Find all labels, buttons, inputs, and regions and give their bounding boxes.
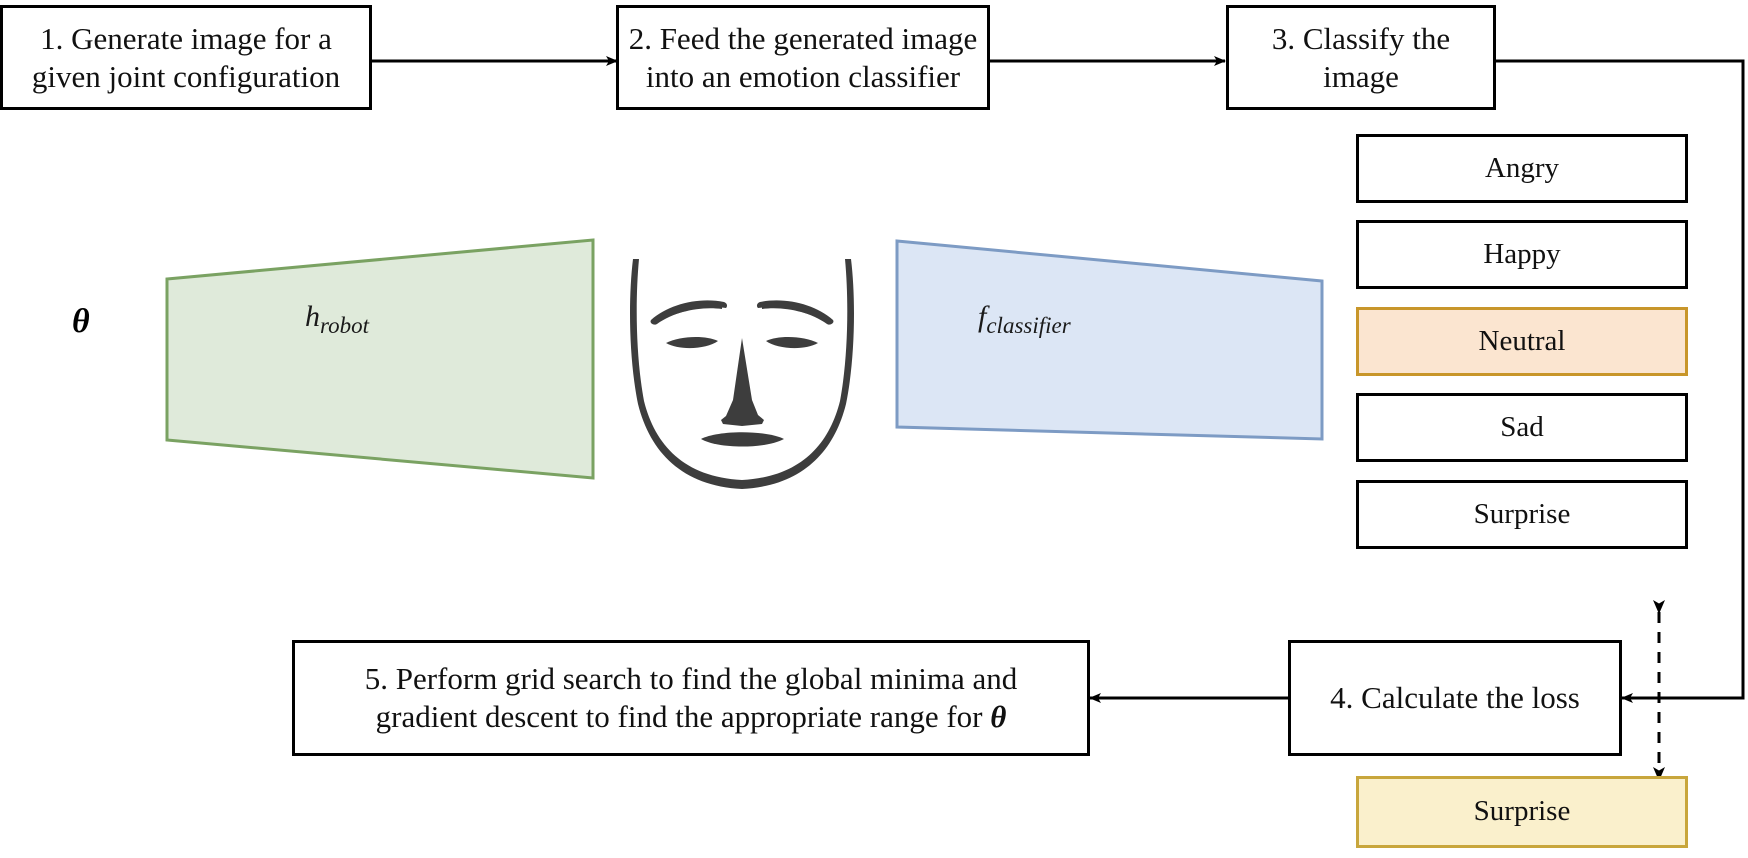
robot-model-base: h	[305, 300, 320, 333]
emotion-class-neutral[interactable]: Neutral	[1356, 307, 1688, 376]
robot-model-trapezoid	[165, 238, 595, 480]
step-4-box[interactable]: 4. Calculate the loss	[1288, 640, 1622, 756]
emotion-class-angry[interactable]: Angry	[1356, 134, 1688, 203]
step-5-line-2-text: gradient descent to find the appropriate…	[375, 699, 991, 734]
target-emotion-box[interactable]: Surprise	[1356, 776, 1688, 848]
target-emotion-label: Surprise	[1473, 795, 1571, 828]
step-3-label: 3. Classify the image	[1271, 20, 1451, 94]
emotion-label: Sad	[1500, 410, 1544, 443]
step-5-label: 5. Perform grid search to find the globa…	[365, 660, 1018, 736]
step-2-box[interactable]: 2. Feed the generated image into an emot…	[616, 5, 990, 110]
classifier-model-base: f	[978, 300, 987, 333]
classifier-model-trapezoid	[895, 239, 1324, 441]
step-1-box[interactable]: 1. Generate image for a given joint conf…	[0, 5, 372, 110]
step-4-label: 4. Calculate the loss	[1330, 680, 1580, 716]
step-5-theta-symbol: θ	[990, 699, 1007, 734]
emotion-label: Neutral	[1478, 324, 1566, 357]
step-3-box[interactable]: 3. Classify the image	[1226, 5, 1496, 110]
robot-model-label: hrobot	[305, 300, 369, 339]
generated-face-icon	[630, 259, 854, 489]
classifier-model-subscript: classifier	[986, 313, 1071, 338]
step-5-box[interactable]: 5. Perform grid search to find the globa…	[292, 640, 1090, 756]
theta-parameter-label: θ	[72, 303, 90, 341]
emotion-label: Surprise	[1473, 497, 1571, 530]
emotion-label: Angry	[1484, 151, 1560, 184]
emotion-label: Happy	[1483, 237, 1561, 270]
step-2-label: 2. Feed the generated image into an emot…	[628, 20, 978, 94]
step-5-line-1: 5. Perform grid search to find the globa…	[364, 661, 1018, 697]
emotion-class-happy[interactable]: Happy	[1356, 220, 1688, 289]
emotion-class-sad[interactable]: Sad	[1356, 393, 1688, 462]
emotion-class-surprise[interactable]: Surprise	[1356, 480, 1688, 549]
classifier-model-label: fclassifier	[978, 300, 1071, 339]
step-1-label: 1. Generate image for a given joint conf…	[31, 20, 341, 94]
step-5-line-2: gradient descent to find the appropriate…	[365, 698, 1018, 736]
robot-model-subscript: robot	[320, 313, 369, 338]
theta-symbol: θ	[72, 303, 90, 340]
